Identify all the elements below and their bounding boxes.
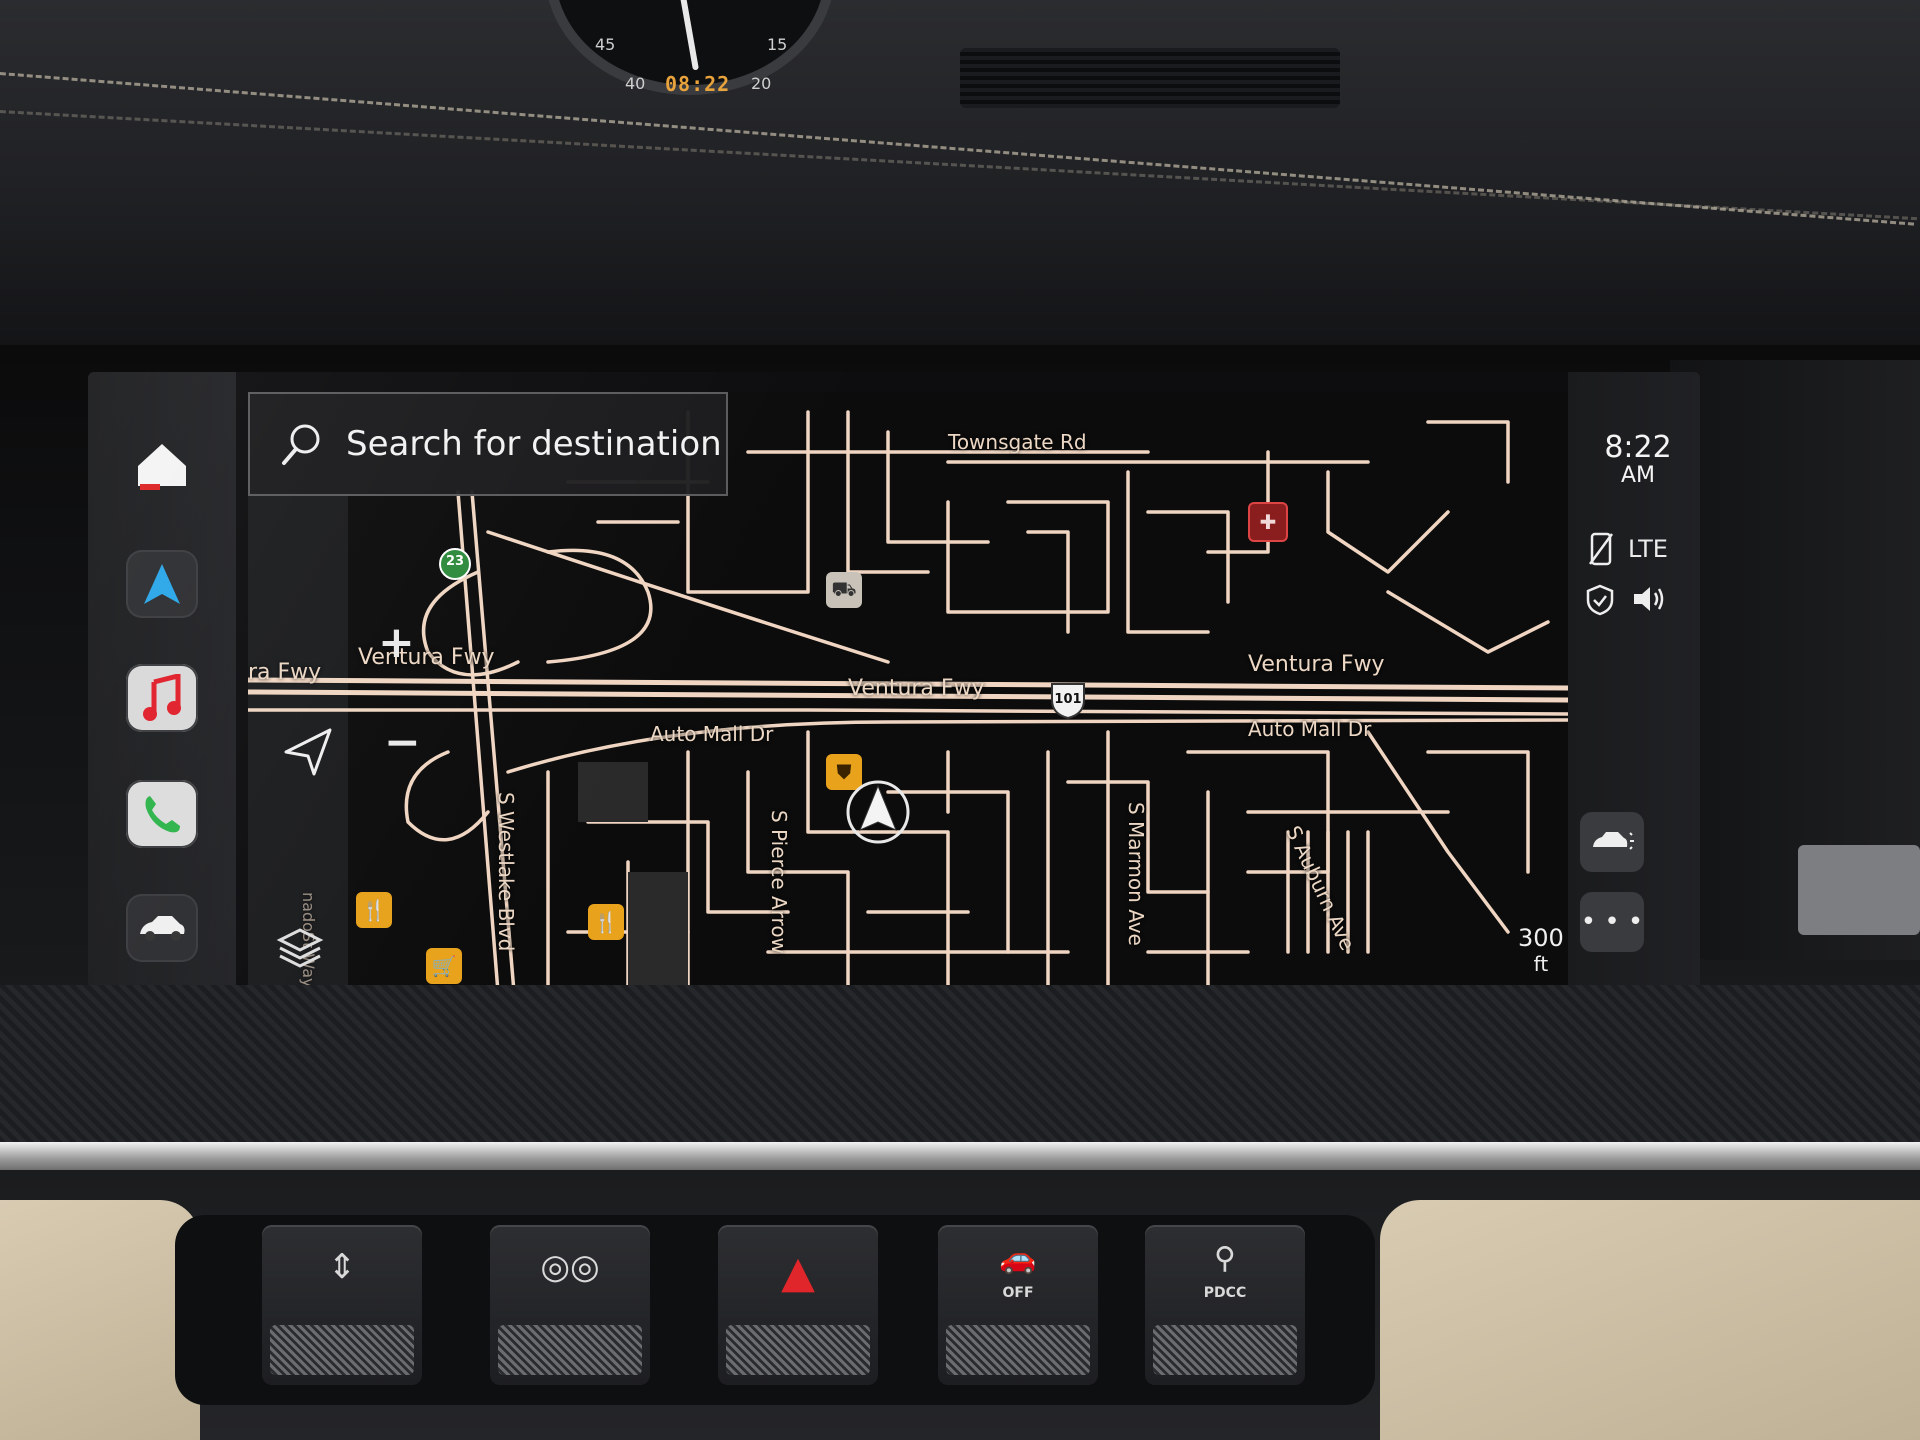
route-23-number: 23 xyxy=(445,554,465,569)
phone-icon xyxy=(145,796,180,833)
map-side-strip xyxy=(248,492,348,992)
infotainment-screen: Townsgate Rd Ventura Fwy ra Fwy Ventura … xyxy=(88,372,1700,992)
clock-number: 40 xyxy=(625,74,646,93)
exhaust-button[interactable]: ◎◎ xyxy=(490,1225,650,1385)
vehicle-settings-button[interactable] xyxy=(1580,812,1644,872)
leather-panel-left xyxy=(0,1200,200,1440)
road-label-ventura-edge: ra Fwy xyxy=(248,660,322,685)
suspension-button[interactable]: ⇕ xyxy=(262,1225,422,1385)
us-101-number: 101 xyxy=(1054,692,1082,707)
status-column: 8:22 AM LTE xyxy=(1568,372,1700,992)
navigation-arrow-icon xyxy=(144,564,180,604)
route-23-shield: 23 xyxy=(438,547,478,589)
sport-chrono-clock: 45 15 40 20 08:22 xyxy=(545,0,835,96)
shield-poi-icon[interactable]: ⛊ xyxy=(826,754,862,790)
traction-control-off-button[interactable]: 🚗 OFF xyxy=(938,1225,1098,1385)
status-icons xyxy=(1586,584,1666,616)
road-label-auto-mall: Auto Mall Dr xyxy=(650,722,774,746)
road-label-ventura: Ventura Fwy xyxy=(848,676,985,701)
more-options-button[interactable]: • • • xyxy=(1580,892,1644,952)
road-label-westlake: S Westlake Blvd xyxy=(494,792,518,952)
button-knurl xyxy=(726,1325,870,1375)
leather-stitching xyxy=(0,110,1918,221)
maps-app-button[interactable] xyxy=(126,550,198,618)
sport-exhaust-icon: ◎◎ xyxy=(540,1247,600,1287)
pdcc-button[interactable]: ⚲ PDCC xyxy=(1145,1225,1305,1385)
network-status: LTE xyxy=(1588,532,1668,566)
map-scale-value: 300 xyxy=(1518,924,1564,952)
chrome-trim xyxy=(0,1142,1920,1170)
zoom-out-button[interactable]: − xyxy=(384,717,421,768)
compass-icon[interactable] xyxy=(278,722,338,782)
us-101-shield: 101 xyxy=(1048,680,1088,722)
rv-service-icon[interactable]: ⛟ xyxy=(826,572,862,608)
pdcc-label: PDCC xyxy=(1203,1285,1247,1301)
road-label-auto-mall: Auto Mall Dr xyxy=(1248,717,1372,741)
security-shield-icon xyxy=(1586,584,1614,616)
current-location-icon xyxy=(846,780,910,844)
carbon-fiber-trim xyxy=(0,985,1920,1150)
layers-icon[interactable] xyxy=(276,924,324,972)
clock-number: 15 xyxy=(767,35,788,54)
no-phone-icon xyxy=(1588,532,1614,566)
carplay-dock xyxy=(88,372,236,992)
music-app-button[interactable] xyxy=(126,664,198,732)
clock-time: 8:22 xyxy=(1604,430,1672,465)
home-button[interactable] xyxy=(126,432,198,500)
hazard-triangle-icon: ▲ xyxy=(781,1247,815,1298)
road-label-ventura: Ventura Fwy xyxy=(1248,652,1385,677)
traction-off-label: OFF xyxy=(1002,1285,1034,1301)
sensor-panel xyxy=(1798,845,1920,935)
more-icon: • • • xyxy=(1580,907,1644,937)
pdcc-icon: ⚲ xyxy=(1214,1241,1236,1276)
map-scale-unit: ft xyxy=(1533,952,1549,976)
map-scale: 300 ft xyxy=(1518,924,1564,976)
button-knurl xyxy=(946,1325,1090,1375)
clock: 8:22 AM xyxy=(1588,433,1688,490)
leather-panel-right xyxy=(1380,1200,1920,1440)
network-type: LTE xyxy=(1628,535,1668,563)
car-settings-icon xyxy=(1593,832,1634,850)
clock-hand xyxy=(672,0,699,71)
clock-digital-time: 08:22 xyxy=(665,72,731,96)
road-label-pierce-arrow: S Pierce Arrow xyxy=(767,810,791,954)
speaker-icon xyxy=(1634,587,1664,611)
music-note-icon xyxy=(143,674,181,721)
restaurant-icon[interactable]: 🍴 xyxy=(588,904,624,940)
button-knurl xyxy=(498,1325,642,1375)
car-icon xyxy=(140,916,185,941)
clock-ampm: AM xyxy=(1620,463,1656,488)
home-icon xyxy=(138,444,186,490)
suspension-lift-icon: ⇕ xyxy=(327,1247,357,1287)
restaurant-icon[interactable]: 🍴 xyxy=(356,892,392,928)
road-label-townsgate: Townsgate Rd xyxy=(948,430,1087,454)
dashboard-top: 45 15 40 20 08:22 xyxy=(0,0,1920,360)
road-network xyxy=(248,410,1568,992)
button-knurl xyxy=(270,1325,414,1375)
clock-number: 45 xyxy=(595,35,616,54)
destination-search-bar[interactable]: Search for destination xyxy=(248,392,728,496)
search-placeholder: Search for destination xyxy=(346,424,722,464)
shopping-icon[interactable]: 🛒 xyxy=(426,948,462,984)
hospital-icon[interactable]: ✚ xyxy=(1248,502,1288,542)
button-knurl xyxy=(1153,1325,1297,1375)
hazard-button[interactable]: ▲ xyxy=(718,1225,878,1385)
road-label-marmon: S Marmon Ave xyxy=(1124,802,1148,946)
zoom-in-button[interactable]: + xyxy=(378,617,415,668)
phone-app-button[interactable] xyxy=(126,780,198,848)
air-vent xyxy=(960,48,1340,108)
car-app-button[interactable] xyxy=(126,894,198,962)
search-icon xyxy=(282,424,320,465)
skid-car-icon: 🚗 xyxy=(999,1241,1037,1276)
road-label-ventura: Ventura Fwy xyxy=(358,645,495,670)
clock-number: 20 xyxy=(751,74,772,93)
